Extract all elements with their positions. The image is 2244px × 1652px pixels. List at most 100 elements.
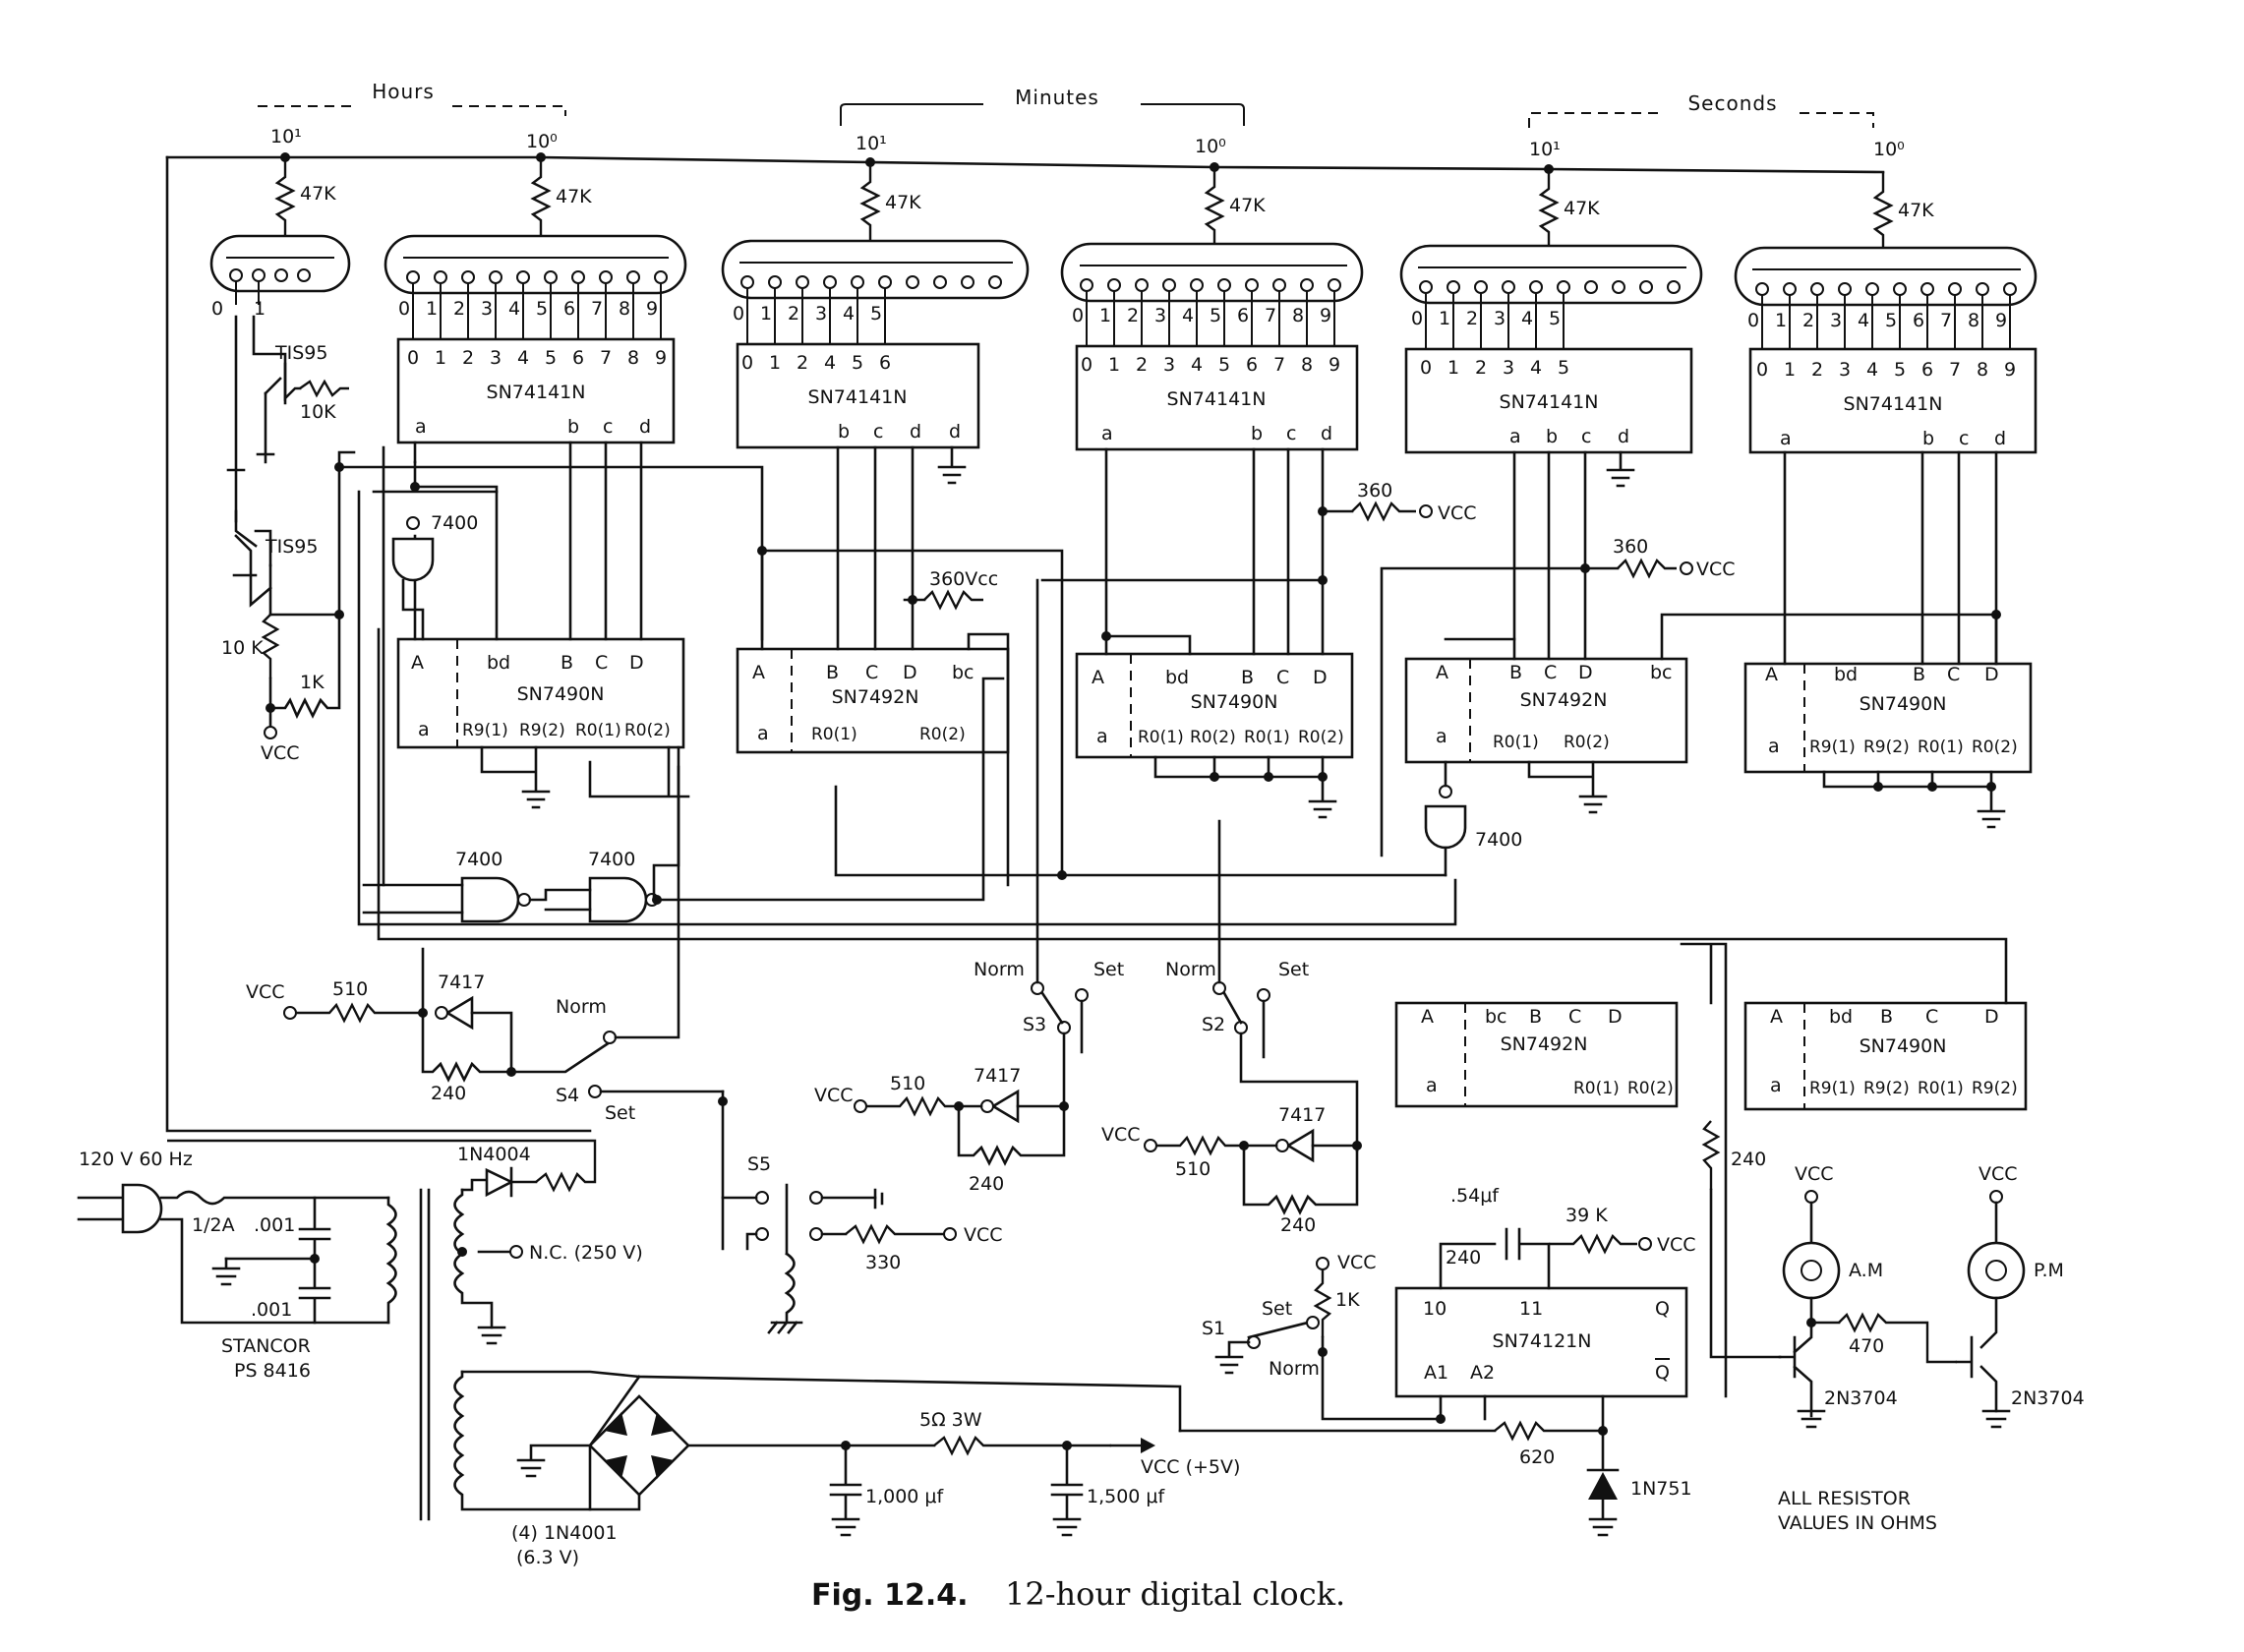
svg-text:c: c	[1286, 423, 1296, 444]
svg-text:D: D	[903, 662, 917, 683]
svg-text:VCC: VCC	[964, 1224, 1003, 1246]
svg-text:S2: S2	[1202, 1014, 1225, 1035]
tube-digit-label: 7	[1265, 305, 1276, 326]
svg-text:B: B	[1880, 1006, 1893, 1028]
decoder-output-label: 7	[1949, 359, 1961, 381]
nixie-tube-seconds-tens	[1399, 244, 1703, 305]
svg-text:D: D	[1578, 662, 1593, 683]
tube-pin	[1667, 280, 1681, 294]
svg-text:A: A	[1770, 1006, 1783, 1028]
power-supply: 120 V 60 Hz 1/2A .001 .001 STANCOR PS 84…	[77, 1139, 1240, 1568]
svg-text:Set: Set	[1262, 1298, 1292, 1320]
svg-text:d: d	[910, 421, 921, 442]
svg-text:R0(2): R0(2)	[1972, 738, 2018, 757]
tube-digit-label: 2	[1466, 308, 1478, 329]
tube-digit-label: 2	[1127, 305, 1139, 326]
digit-weight-label: 10⁰	[1873, 139, 1905, 160]
svg-text:VCC: VCC	[1438, 502, 1477, 524]
decoder-output-label: 4	[824, 352, 836, 374]
svg-text:D: D	[1984, 1006, 1999, 1028]
svg-text:R9(2): R9(2)	[1863, 1079, 1910, 1098]
svg-text:R0(2): R0(2)	[1190, 728, 1236, 747]
tube-pin	[1755, 282, 1769, 296]
svg-text:SN74121N: SN74121N	[1493, 1330, 1592, 1352]
svg-text:bd: bd	[1834, 664, 1858, 685]
svg-text:B: B	[1509, 662, 1522, 683]
svg-text:Norm: Norm	[556, 996, 607, 1018]
tube-pin	[1612, 280, 1625, 294]
svg-text:D: D	[1608, 1006, 1623, 1028]
svg-text:C: C	[1947, 664, 1960, 685]
svg-text:S4: S4	[556, 1085, 579, 1106]
svg-text:a: a	[1436, 726, 1447, 747]
decoder-output-label: 5	[852, 352, 863, 374]
counter-prescaler-divide10: A a bd B C D SN7490N R9(1) R9(2) R0(1) R…	[1743, 1001, 2028, 1111]
svg-text:5Ω 3W: 5Ω 3W	[919, 1409, 982, 1431]
tube-pin	[906, 275, 919, 289]
decoder-output-label: 4	[1866, 359, 1878, 381]
tube-digit-label: 3	[1494, 308, 1506, 329]
tube-pin	[1162, 278, 1176, 292]
tube-digit-label: 0	[1411, 308, 1423, 329]
tube-digit-label: 5	[870, 303, 882, 324]
tube-digit-label: 5	[1210, 305, 1221, 326]
counter-minutes-tens: A a B C D bc SN7492N R0(1) R0(2)	[736, 647, 1010, 754]
tube-pin	[654, 270, 668, 284]
svg-text:R0(1): R0(1)	[1138, 728, 1184, 747]
hours-header: Hours	[258, 80, 566, 116]
svg-text:C: C	[1544, 662, 1557, 683]
decoder-seconds-tens: SN74141N	[1404, 347, 1693, 454]
tube-digit-label: 0	[1747, 310, 1759, 331]
tube-pin	[1976, 282, 1989, 296]
tube-pin	[1217, 278, 1231, 292]
tube-digit-label: 5	[1549, 308, 1561, 329]
decoder-output-label: 0	[1420, 357, 1432, 379]
svg-text:d: d	[639, 416, 651, 438]
svg-text:A: A	[411, 652, 424, 674]
svg-text:bd: bd	[487, 652, 510, 674]
tube-digit-label: 3	[1830, 310, 1842, 331]
tube-digit-label: 6	[1237, 305, 1249, 326]
decoder-output-label: 1	[1108, 354, 1120, 376]
tube-pin	[878, 275, 892, 289]
digit-weight-label: 10¹	[856, 133, 887, 154]
tube-pin	[851, 275, 864, 289]
tube-digit-label: 4	[1521, 308, 1533, 329]
tube-pin	[1328, 278, 1341, 292]
decoder-output-label: 7	[1273, 354, 1285, 376]
svg-text:7417: 7417	[974, 1065, 1021, 1087]
svg-text:120 V 60 Hz: 120 V 60 Hz	[79, 1149, 193, 1170]
svg-text:39 K: 39 K	[1565, 1205, 1608, 1226]
decoder-output-label: 8	[1977, 359, 1988, 381]
svg-text:bc: bc	[952, 662, 974, 683]
decoder-hours-units: SN74141N	[396, 337, 676, 444]
svg-text:b: b	[838, 421, 850, 442]
tube-digit-label: 1	[254, 298, 266, 320]
tube-digit-label: 4	[843, 303, 855, 324]
svg-text:A: A	[1092, 667, 1104, 688]
svg-text:R9(2): R9(2)	[519, 721, 565, 740]
tube-pin	[1529, 280, 1543, 294]
tube-digit-label: 0	[211, 298, 223, 320]
tube-digit-label: 9	[1995, 310, 2007, 331]
counter-seconds-tens: A a B C D bc SN7492N R0(1) R0(2)	[1404, 657, 1688, 764]
tube-digit-label: 8	[619, 298, 630, 320]
decoder-output-label: 5	[1558, 357, 1569, 379]
svg-text:b: b	[1922, 428, 1934, 449]
svg-text:a: a	[1770, 1075, 1782, 1096]
svg-text:1K: 1K	[1335, 1289, 1360, 1311]
tube-digit-label: 1	[1099, 305, 1111, 326]
svg-text:b: b	[1251, 423, 1263, 444]
decoder-label: SN74141N	[487, 382, 586, 403]
tube-pin	[1419, 280, 1433, 294]
svg-text:a: a	[1096, 726, 1108, 747]
svg-text:A: A	[752, 662, 765, 683]
svg-text:VCC: VCC	[1657, 1234, 1696, 1256]
svg-text:S5: S5	[747, 1153, 771, 1175]
tube-pin	[1865, 282, 1879, 296]
anode-supply-rail	[165, 155, 1885, 174]
svg-text:1,000 μf: 1,000 μf	[865, 1486, 945, 1507]
svg-text:B: B	[1913, 664, 1925, 685]
svg-text:R0(2): R0(2)	[624, 721, 671, 740]
resistor-note-line1: ALL RESISTOR	[1778, 1488, 1911, 1509]
